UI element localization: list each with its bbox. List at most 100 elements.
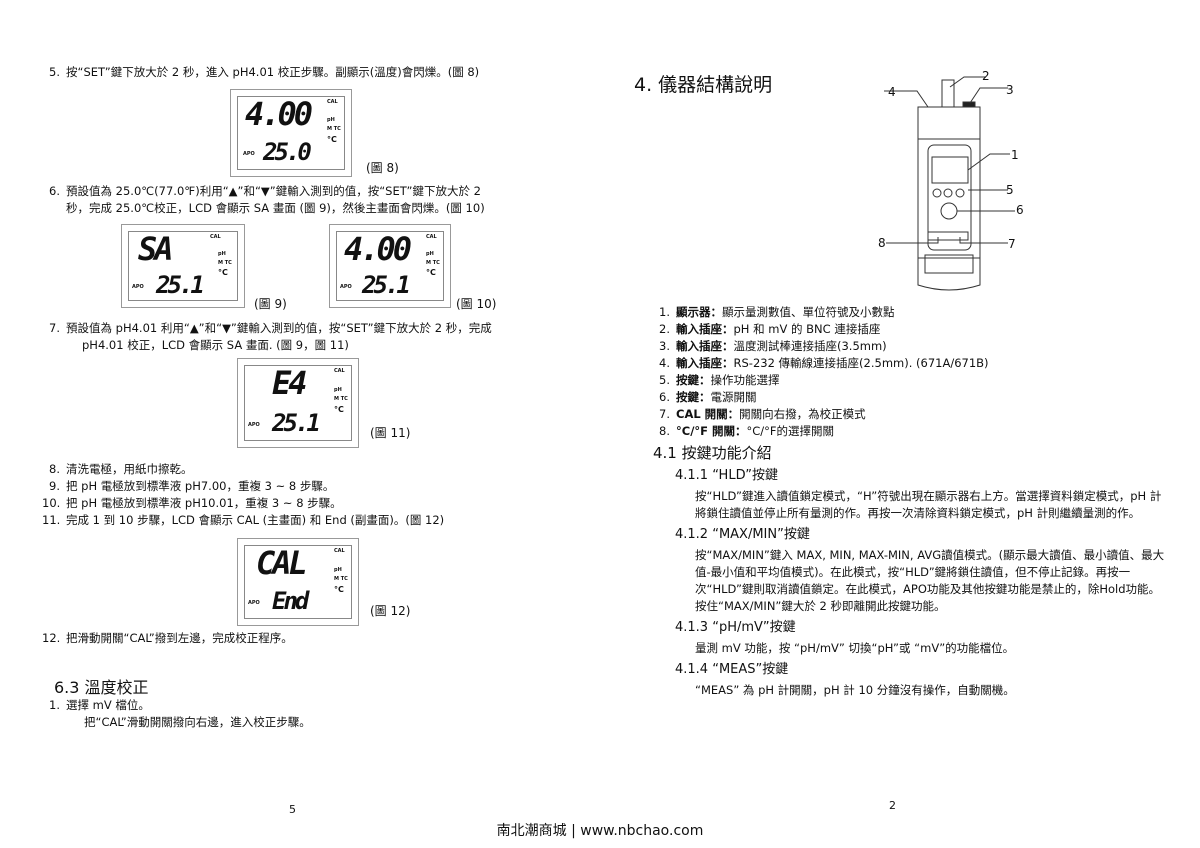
part-text: RS-232 傳輸線連接插座(2.5mm). (671A/671B) (733, 356, 989, 370)
part-label: 輸入插座： (676, 356, 734, 370)
lcd-deg: °C (426, 268, 436, 277)
part-text: 溫度測試棒連接插座(3.5mm) (733, 339, 887, 353)
part-label: 輸入插座： (676, 322, 734, 336)
step-number: 11. (42, 513, 61, 527)
lcd-sub-reading: 25.1 (272, 409, 321, 437)
part-text: 電源開關 (710, 390, 757, 404)
lcd-cal: CAL (210, 234, 221, 240)
lcd-sub-reading: 25.1 (362, 271, 411, 299)
step-text: 預設值為 25.0℃(77.0℉)利用“▲”和“▼”鍵輸入測到的值，按“SET”… (66, 184, 481, 198)
step-number: 6. (49, 184, 60, 198)
step-text: 把 pH 電極放到標準液 pH10.01，重複 3 ~ 8 步驟。 (66, 496, 342, 510)
part-label: 輸入插座： (676, 339, 734, 353)
lcd-mtc: M TC (218, 260, 232, 266)
figure-caption: (圖 12) (370, 604, 411, 618)
lcd-ph: pH (334, 567, 342, 573)
step-text: 把 pH 電極放到標準液 pH7.00，重複 3 ~ 8 步驟。 (66, 479, 335, 493)
step-9: 9. 把 pH 電極放到標準液 pH7.00，重複 3 ~ 8 步驟。 (42, 478, 334, 495)
part-label: 按鍵： (676, 390, 711, 404)
lcd-mtc: M TC (426, 260, 440, 266)
step-number: 1. (49, 698, 60, 712)
part-number: 5. (659, 373, 670, 387)
lcd-apo: APO (243, 151, 255, 157)
lcd-apo: APO (248, 600, 260, 606)
lcd-figure-11: E4 25.1 CAL pH M TC °C APO (237, 358, 359, 448)
part-number: 6. (659, 390, 670, 404)
section-heading-4-1: 4.1 按鍵功能介紹 (653, 444, 772, 462)
lcd-mtc: M TC (327, 126, 341, 132)
step-text: 選擇 mV 檔位。 (66, 698, 150, 712)
lcd-cal: CAL (334, 548, 345, 554)
lcd-main-reading: 4.00 (344, 230, 412, 268)
lcd-ph: pH (334, 387, 342, 393)
step-7: 7. 預設值為 pH4.01 利用“▲”和“▼”鍵輸入測到的值，按“SET”鍵下放… (42, 320, 492, 337)
lcd-ph: pH (218, 251, 226, 257)
part-number: 8. (659, 424, 670, 438)
callout-3: 3 (1006, 83, 1014, 97)
lcd-main-reading: 4.00 (245, 95, 313, 133)
lcd-cal: CAL (327, 99, 338, 105)
lcd-apo: APO (340, 284, 352, 290)
lcd-figure-8: 4.00 25.0 CAL pH M TC °C APO (230, 89, 352, 177)
lcd-main-reading: E4 (272, 364, 307, 402)
part-label: CAL 開關： (676, 407, 740, 421)
subsection-4-1-4-body: “MEAS” 為 pH 計開關，pH 計 10 分鐘沒有操作，自動關機。 (695, 683, 1015, 697)
part-number: 3. (659, 339, 670, 353)
step-text-cont: pH4.01 校正，LCD 會顯示 SA 畫面. (圖 9，圖 11) (82, 338, 349, 352)
callout-8: 8 (878, 236, 886, 250)
meter-body (917, 106, 981, 291)
section-6-3-item-1: 1. 選擇 mV 檔位。 (42, 697, 150, 714)
part-label: 按鍵： (676, 373, 711, 387)
step-number: 9. (49, 479, 60, 493)
part-label: 顯示器： (676, 305, 722, 319)
meter-diagram: 1 2 3 4 5 6 7 8 (878, 69, 1024, 291)
callout-4: 4 (888, 85, 896, 99)
step-text: 完成 1 到 10 步驟，LCD 會顯示 CAL (主畫面) 和 End (副畫… (66, 513, 445, 527)
step-number: 10. (42, 496, 61, 510)
part-text: 開關向右撥，為校正模式 (739, 407, 866, 421)
subsection-4-1-4-title: 4.1.4 “MEAS”按鍵 (675, 662, 789, 677)
lcd-deg: °C (334, 585, 344, 594)
subsection-4-1-1-title: 4.1.1 “HLD”按鍵 (675, 468, 778, 483)
lcd-main-reading: CAL (256, 544, 308, 582)
subsection-4-1-3-title: 4.1.3 “pH/mV”按鍵 (675, 620, 796, 635)
step-number: 7. (49, 321, 60, 335)
part-text: 操作功能選擇 (710, 373, 780, 387)
subsection-4-1-2-body: 按“MAX/MIN”鍵入 MAX, MIN, MAX-MIN, AVG讀值模式。… (695, 548, 1165, 613)
part-1: 1. 顯示器：顯示量測數值、單位符號及小數點 (652, 304, 895, 321)
lcd-figure-10: 4.00 25.1 CAL pH M TC °C APO (329, 224, 451, 308)
step-5: 5.按“SET”鍵下放大於 2 秒，進入 pH4.01 校正步驟。副顯示(溫度)… (42, 64, 479, 81)
step-number: 8. (49, 462, 60, 476)
part-text: 顯示量測數值、單位符號及小數點 (722, 305, 895, 319)
lcd-figure-12: CAL End CAL pH M TC °C APO (237, 538, 359, 626)
lcd-mtc: M TC (334, 576, 348, 582)
lcd-main-reading: SA (138, 230, 173, 268)
part-number: 1. (659, 305, 670, 319)
subsection-4-1-1-body: 按“HLD”鍵進入讀值鎖定模式，“H”符號出現在顯示器右上方。當選擇資料鎖定模式… (695, 489, 1162, 520)
lcd-apo: APO (132, 284, 144, 290)
lcd-deg: °C (327, 135, 337, 144)
part-6: 6. 按鍵：電源開關 (652, 389, 757, 406)
part-8: 8. °C/°F 開關：°C/°F的選擇開關 (652, 423, 834, 440)
step-number: 5. (49, 65, 60, 79)
callout-7: 7 (1008, 237, 1016, 251)
part-number: 2. (659, 322, 670, 336)
part-number: 4. (659, 356, 670, 370)
page-number-left: 5 (289, 803, 296, 816)
part-4: 4. 輸入插座：RS-232 傳輸線連接插座(2.5mm). (671A/671B… (652, 355, 989, 372)
figure-caption: (圖 10) (456, 297, 497, 311)
lcd-display-icon (931, 156, 969, 184)
lcd-ph: pH (426, 251, 434, 257)
step-10: 10. 把 pH 電極放到標準液 pH10.01，重複 3 ~ 8 步驟。 (42, 495, 342, 512)
step-text: 預設值為 pH4.01 利用“▲”和“▼”鍵輸入測到的值，按“SET”鍵下放大於… (66, 321, 492, 335)
step-text: 清洗電極，用紙巾擦乾。 (66, 462, 193, 476)
section-heading-6-3: 6.3 溫度校正 (54, 678, 149, 697)
footer-watermark: 南北潮商城 | www.nbchao.com (496, 823, 704, 839)
part-7: 7.CAL 開關：開關向右撥，為校正模式 (652, 406, 866, 423)
part-text: °C/°F的選擇開關 (746, 424, 835, 438)
lcd-deg: °C (218, 268, 228, 277)
part-label: °C/°F 開關： (676, 424, 747, 438)
lcd-cal: CAL (426, 234, 437, 240)
callout-6: 6 (1016, 203, 1024, 217)
